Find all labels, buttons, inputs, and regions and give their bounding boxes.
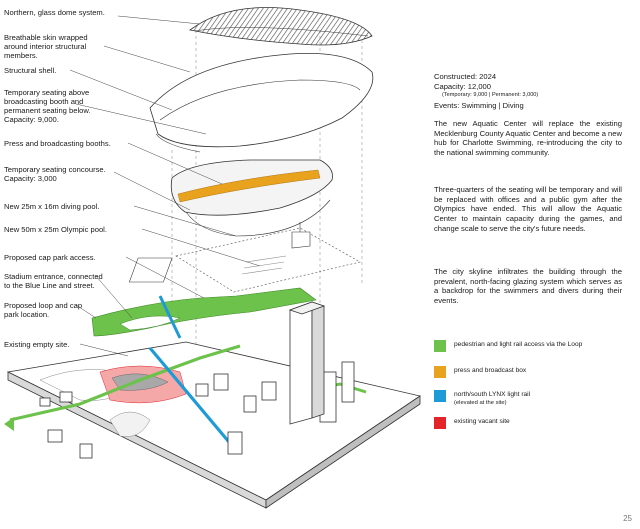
paragraph-3: The city skyline infiltrates the buildin… — [434, 267, 622, 306]
legend-item-press: press and broadcast box — [434, 366, 624, 380]
legend-swatch-red — [434, 417, 446, 429]
paragraph-2: Three-quarters of the seating will be te… — [434, 185, 622, 233]
label-stadium-entrance: Stadium entrance, connected to the Blue … — [4, 272, 103, 290]
page-number: 25 — [623, 514, 632, 523]
label-structural-shell: Structural shell. — [4, 66, 57, 75]
legend-label: pedestrian and light rail access via the… — [454, 341, 583, 348]
structural-shell — [149, 53, 374, 153]
legend-label: press and broadcast box — [454, 367, 527, 374]
legend-swatch-blue — [434, 390, 446, 402]
label-olympic-pool: New 50m x 25m Olympic pool. — [4, 225, 107, 234]
capacity-detail-text: (Temporary: 9,000 | Permanent: 3,000) — [442, 92, 539, 99]
leader-lines — [69, 15, 261, 357]
label-temporary-seating: Temporary seating above broadcasting boo… — [4, 88, 91, 124]
city-site-base — [4, 341, 421, 509]
legend-item-light-rail: north/south LYNX light rail (elevated at… — [434, 390, 624, 410]
label-empty-site: Existing empty site. — [4, 340, 70, 349]
label-loop-car-park: Proposed loop and cap park location. — [4, 301, 83, 319]
label-breathable-skin: Breathable skin wrapped around interior … — [4, 33, 88, 60]
press-broadcast-box — [177, 169, 321, 203]
label-car-park-access: Proposed cap park access. — [4, 253, 96, 262]
paragraph-1: The new Aquatic Center will replace the … — [434, 119, 622, 158]
legend-swatch-green — [434, 340, 446, 352]
legend-sublabel: (elevated at the site) — [454, 400, 507, 406]
pools-layer — [128, 222, 361, 293]
events-text: Events: Swimming | Diving — [434, 100, 524, 110]
capacity-text: Capacity: 12,000 — [434, 81, 491, 91]
tower — [288, 301, 326, 425]
constructed-text: Constructed: 2024 — [434, 72, 497, 81]
legend-item-loop: pedestrian and light rail access via the… — [434, 340, 624, 354]
project-info: Constructed: 2024 Capacity: 12,000 (Temp… — [434, 72, 620, 110]
label-seating-concourse: Temporary seating concourse. Capacity: 3… — [4, 165, 106, 183]
seating-concourse — [170, 159, 333, 237]
legend-swatch-orange — [434, 366, 446, 378]
label-glass-dome: Northern, glass dome system. — [4, 8, 105, 17]
glass-dome — [189, 7, 373, 46]
green-loop-layer — [91, 287, 317, 339]
legend-label: existing vacant site — [454, 418, 510, 425]
legend-label: north/south LYNX light rail — [454, 391, 531, 398]
label-press-booths: Press and broadcasting booths. — [4, 139, 111, 148]
legend-item-vacant-site: existing vacant site — [434, 417, 624, 431]
label-diving-pool: New 25m x 16m diving pool. — [4, 202, 100, 211]
